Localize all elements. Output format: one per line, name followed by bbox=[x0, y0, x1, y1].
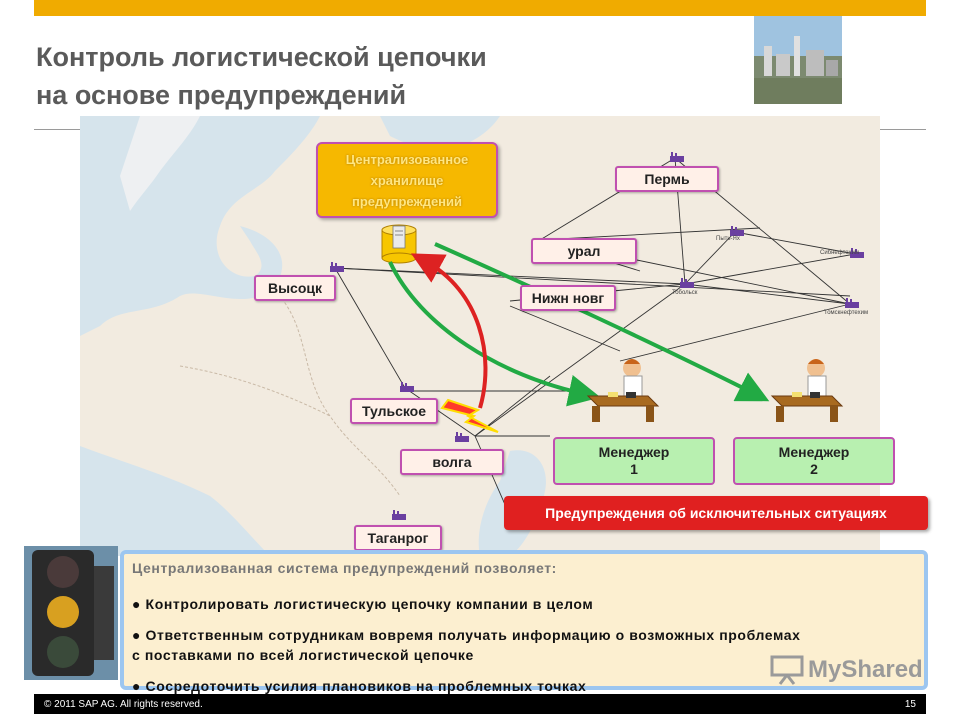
info-bullet-1: ● Контролировать логистическую цепочку к… bbox=[132, 596, 594, 612]
info-bullet-2: ● Ответственным сотрудникам вовремя полу… bbox=[132, 627, 801, 663]
storage-label-line-3: предупреждений bbox=[351, 193, 463, 209]
manager-1-title: Менеджер bbox=[598, 444, 670, 460]
city-label-ural: урал bbox=[531, 238, 637, 264]
page-title: Контроль логистической цепочки на основе… bbox=[36, 38, 736, 114]
green-arrow-to-manager-1 bbox=[388, 261, 601, 407]
info-intro: Централизованная система предупреждений … bbox=[132, 560, 557, 576]
small-label-sibneftekhim: Сибнефтехим bbox=[820, 250, 859, 256]
factory-icon bbox=[400, 382, 414, 392]
top-accent-bar bbox=[34, 0, 926, 16]
info-bullet-2-line-2: с поставками по всей логистической цепоч… bbox=[132, 647, 474, 663]
factory-icon bbox=[680, 278, 694, 288]
city-label-vysotsk: Высоцк bbox=[254, 275, 336, 301]
factory-icon bbox=[730, 226, 744, 236]
small-label-tobolsk: Тобольск bbox=[672, 290, 698, 296]
small-label-tomskneftekhim: Томскнефтехим bbox=[824, 310, 868, 316]
city-label-perm: Пермь bbox=[615, 166, 719, 192]
red-arrow-to-storage bbox=[410, 253, 488, 409]
city-label-tulskoe: Тульское bbox=[350, 398, 438, 424]
manager-2-number: 2 bbox=[810, 461, 818, 477]
factory-icons bbox=[330, 152, 864, 520]
factory-icon bbox=[392, 510, 406, 520]
title-line-1: Контроль логистической цепочки bbox=[36, 42, 487, 72]
footer-bar: © 2011 SAP AG. All rights reserved. 15 bbox=[34, 694, 926, 714]
factory-icon bbox=[455, 432, 469, 442]
refinery-photo bbox=[754, 16, 842, 104]
footer-page-number: 15 bbox=[904, 698, 916, 710]
title-line-2: на основе предупреждений bbox=[36, 80, 407, 110]
info-bullet-1-text: Контролировать логистическую цепочку ком… bbox=[145, 596, 594, 612]
green-arrow-to-manager-2 bbox=[434, 242, 770, 402]
manager-1-number: 1 bbox=[630, 461, 638, 477]
watermark-text: MyShared bbox=[808, 656, 923, 683]
info-panel: Централизованная система предупреждений … bbox=[120, 550, 928, 694]
database-icon bbox=[381, 224, 417, 264]
presentation-icon bbox=[770, 655, 804, 685]
traffic-light-icon bbox=[24, 546, 118, 680]
central-alert-storage-box: Централизованное хранилище предупреждени… bbox=[316, 142, 498, 218]
exception-alerts-banner: Предупреждения об исключительных ситуаци… bbox=[504, 496, 928, 530]
info-bullet-2-line-1: Ответственным сотрудникам вовремя получа… bbox=[145, 627, 801, 643]
footer-copyright: © 2011 SAP AG. All rights reserved. bbox=[44, 698, 203, 710]
manager-desk-icon bbox=[586, 359, 660, 422]
city-label-volga: волга bbox=[400, 449, 504, 475]
factory-icon bbox=[330, 262, 344, 272]
factory-icon bbox=[845, 298, 859, 308]
storage-label-line-2: хранилище bbox=[370, 172, 444, 188]
manager-1-box: Менеджер 1 bbox=[553, 437, 715, 485]
city-label-taganrog: Таганрог bbox=[354, 525, 442, 551]
manager-2-box: Менеджер 2 bbox=[733, 437, 895, 485]
lightning-icon bbox=[440, 398, 499, 433]
factory-icon bbox=[670, 152, 684, 162]
factory-icon bbox=[850, 248, 864, 258]
small-label-pyt-yakh: Пыть-Ях bbox=[716, 236, 740, 242]
city-label-nizhn-novg: Нижн новг bbox=[520, 285, 616, 311]
manager-desk-icon bbox=[770, 359, 844, 422]
info-bullet-3: ● Сосредоточить усилия плановиков на про… bbox=[132, 678, 587, 694]
storage-label-line-1: Централизованное bbox=[345, 151, 469, 167]
myshared-watermark: MyShared bbox=[770, 652, 923, 688]
manager-2-title: Менеджер bbox=[778, 444, 850, 460]
info-bullet-3-text: Сосредоточить усилия плановиков на пробл… bbox=[145, 678, 587, 694]
